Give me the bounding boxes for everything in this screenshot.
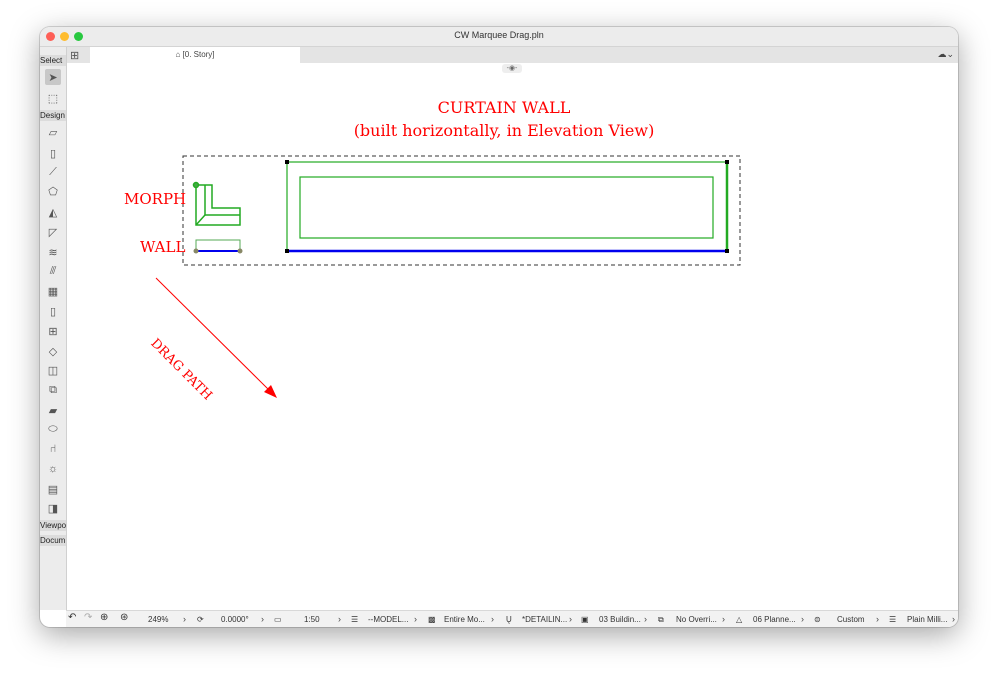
roof-tool-icon[interactable]: ◭ (48, 206, 58, 219)
marquee-tool-icon[interactable]: ⬚ (47, 92, 59, 105)
chevron-right-icon[interactable]: › (952, 614, 955, 624)
zoom-in-icon[interactable]: ⊕ (100, 612, 109, 623)
chevron-right-icon[interactable]: › (722, 614, 725, 624)
lamp-tool-icon[interactable]: ☼ (47, 463, 59, 475)
door-tool-icon[interactable]: ▯ (49, 305, 57, 318)
floor-plan-icon: ⌂ (175, 50, 183, 59)
mesh-tool-icon[interactable]: ◇ (48, 345, 58, 358)
window-title: CW Marquee Drag.pln (454, 30, 544, 40)
chevron-right-icon[interactable]: › (414, 614, 417, 624)
redo-icon[interactable]: ↷ (84, 612, 93, 623)
override-icon: ⧉ (658, 615, 664, 624)
zoom-level[interactable]: 249% (148, 615, 169, 624)
select-section-label[interactable]: Select (40, 55, 66, 66)
zoom-button[interactable] (74, 32, 83, 41)
fit-zoom-icon[interactable]: ⊛ (120, 612, 129, 623)
beam-tool-icon[interactable]: ⟋ (49, 165, 57, 178)
skylight-tool-icon[interactable]: ◫ (47, 364, 59, 377)
slab-tool-icon[interactable]: ⬠ (48, 185, 58, 198)
layers-icon: ☰ (351, 615, 359, 624)
model-view-icon: ▩ (428, 615, 436, 624)
curtain-wall-tool-icon[interactable]: ▦ (47, 285, 59, 298)
toolbox: Select ➤ ⬚ Design ▱ ▯ ⟋ ⬠ ◭ ◸ ≋ ⫻ ▦ ▯ ⊞ … (40, 47, 67, 610)
tab-bar: ⊞ ⌂ [0. Story] ☁⌄ (40, 47, 958, 63)
minimize-button[interactable] (60, 32, 69, 41)
chevron-right-icon[interactable]: › (491, 614, 494, 624)
object-tool-icon[interactable]: ⬭ (48, 422, 58, 435)
grid-view-icon[interactable]: ⊞ (70, 50, 80, 62)
viewpoint-section-label[interactable]: Viewpo (40, 520, 66, 531)
chevron-right-icon[interactable]: › (876, 614, 879, 624)
window-tool-icon[interactable]: ⊞ (48, 325, 58, 338)
display-option[interactable]: Plain Milli... (907, 615, 948, 624)
dimension-icon: ⊜ (814, 615, 821, 624)
rotate-icon: ⟳ (197, 615, 204, 624)
curtain-wall-element[interactable] (285, 160, 729, 253)
renovation-icon: △ (736, 615, 743, 624)
navigator-eye-icon[interactable]: -◉- (502, 64, 522, 73)
chevron-right-icon[interactable]: › (261, 614, 264, 624)
chair-object-icon[interactable]: ⑁ (49, 443, 57, 455)
cloud-menu-icon[interactable]: ☁⌄ (937, 49, 954, 59)
morph-label: MORPH (124, 190, 187, 208)
chevron-right-icon[interactable]: › (801, 614, 804, 624)
wall-element[interactable] (193, 239, 243, 254)
renovation-filter[interactable]: 06 Planne... (753, 615, 796, 624)
curtain-wall-sublabel: (built horizontally, in Elevation View) (353, 121, 655, 140)
tab-story[interactable]: ⌂ [0. Story] (90, 47, 300, 63)
column-tool-icon[interactable]: ▯ (49, 147, 57, 160)
dimension-standard[interactable]: Custom (837, 615, 865, 624)
structure-display[interactable]: 03 Buildin... (599, 615, 641, 624)
opening-tool-icon[interactable]: ◨ (47, 502, 59, 515)
chevron-right-icon[interactable]: › (338, 614, 341, 624)
grid-element-icon[interactable]: ▤ (47, 483, 59, 496)
marquee-selection[interactable] (182, 155, 741, 266)
pen-set-icon: Ų (506, 615, 512, 624)
tab-label: [0. Story] (182, 50, 215, 59)
document-section-label[interactable]: Docum (40, 535, 66, 546)
chevron-right-icon[interactable]: › (569, 614, 572, 624)
app-window: CW Marquee Drag.pln ⊞ ⌂ [0. Story] ☁⌄ -◉… (40, 27, 958, 627)
wall-label: WALL (140, 238, 186, 256)
graphic-override[interactable]: No Overri... (676, 615, 717, 624)
railing-tool-icon[interactable]: ⫻ (49, 264, 57, 277)
morph-element[interactable] (192, 181, 241, 226)
title-bar: CW Marquee Drag.pln (40, 27, 958, 47)
zone-tool-icon[interactable]: ⧉ (49, 383, 57, 396)
undo-icon[interactable]: ↶ (68, 612, 77, 623)
status-bar: ↶ ↷ ⊕ ⊛ 249% › ⟳ 0.0000° › ▭ 1:50 › ☰ --MOD… (66, 610, 958, 627)
model-view-option[interactable]: Entire Mo... (444, 615, 485, 624)
angle-value[interactable]: 0.0000° (221, 615, 249, 624)
close-button[interactable] (46, 32, 55, 41)
design-section-label[interactable]: Design (40, 110, 66, 121)
drag-path-arrow (155, 277, 277, 398)
arrow-tool-icon[interactable]: ➤ (45, 69, 61, 85)
shell-tool-icon[interactable]: ◸ (48, 226, 58, 239)
ruler-icon: ▭ (274, 615, 282, 624)
layer-combination[interactable]: --MODEL... (368, 615, 409, 624)
pen-set[interactable]: *DETAILIN... (522, 615, 568, 624)
wall-tool-icon[interactable]: ▱ (48, 126, 58, 139)
display-icon: ☰ (889, 615, 897, 624)
curtain-wall-label: CURTAIN WALL (437, 98, 571, 117)
partial-structure-icon: ▣ (581, 615, 589, 624)
chevron-right-icon[interactable]: › (644, 614, 647, 624)
scale-value[interactable]: 1:50 (304, 615, 320, 624)
stair-tool-icon[interactable]: ≋ (48, 246, 58, 259)
morph-tool-icon[interactable]: ▰ (48, 404, 58, 417)
chevron-right-icon[interactable]: › (183, 614, 186, 624)
